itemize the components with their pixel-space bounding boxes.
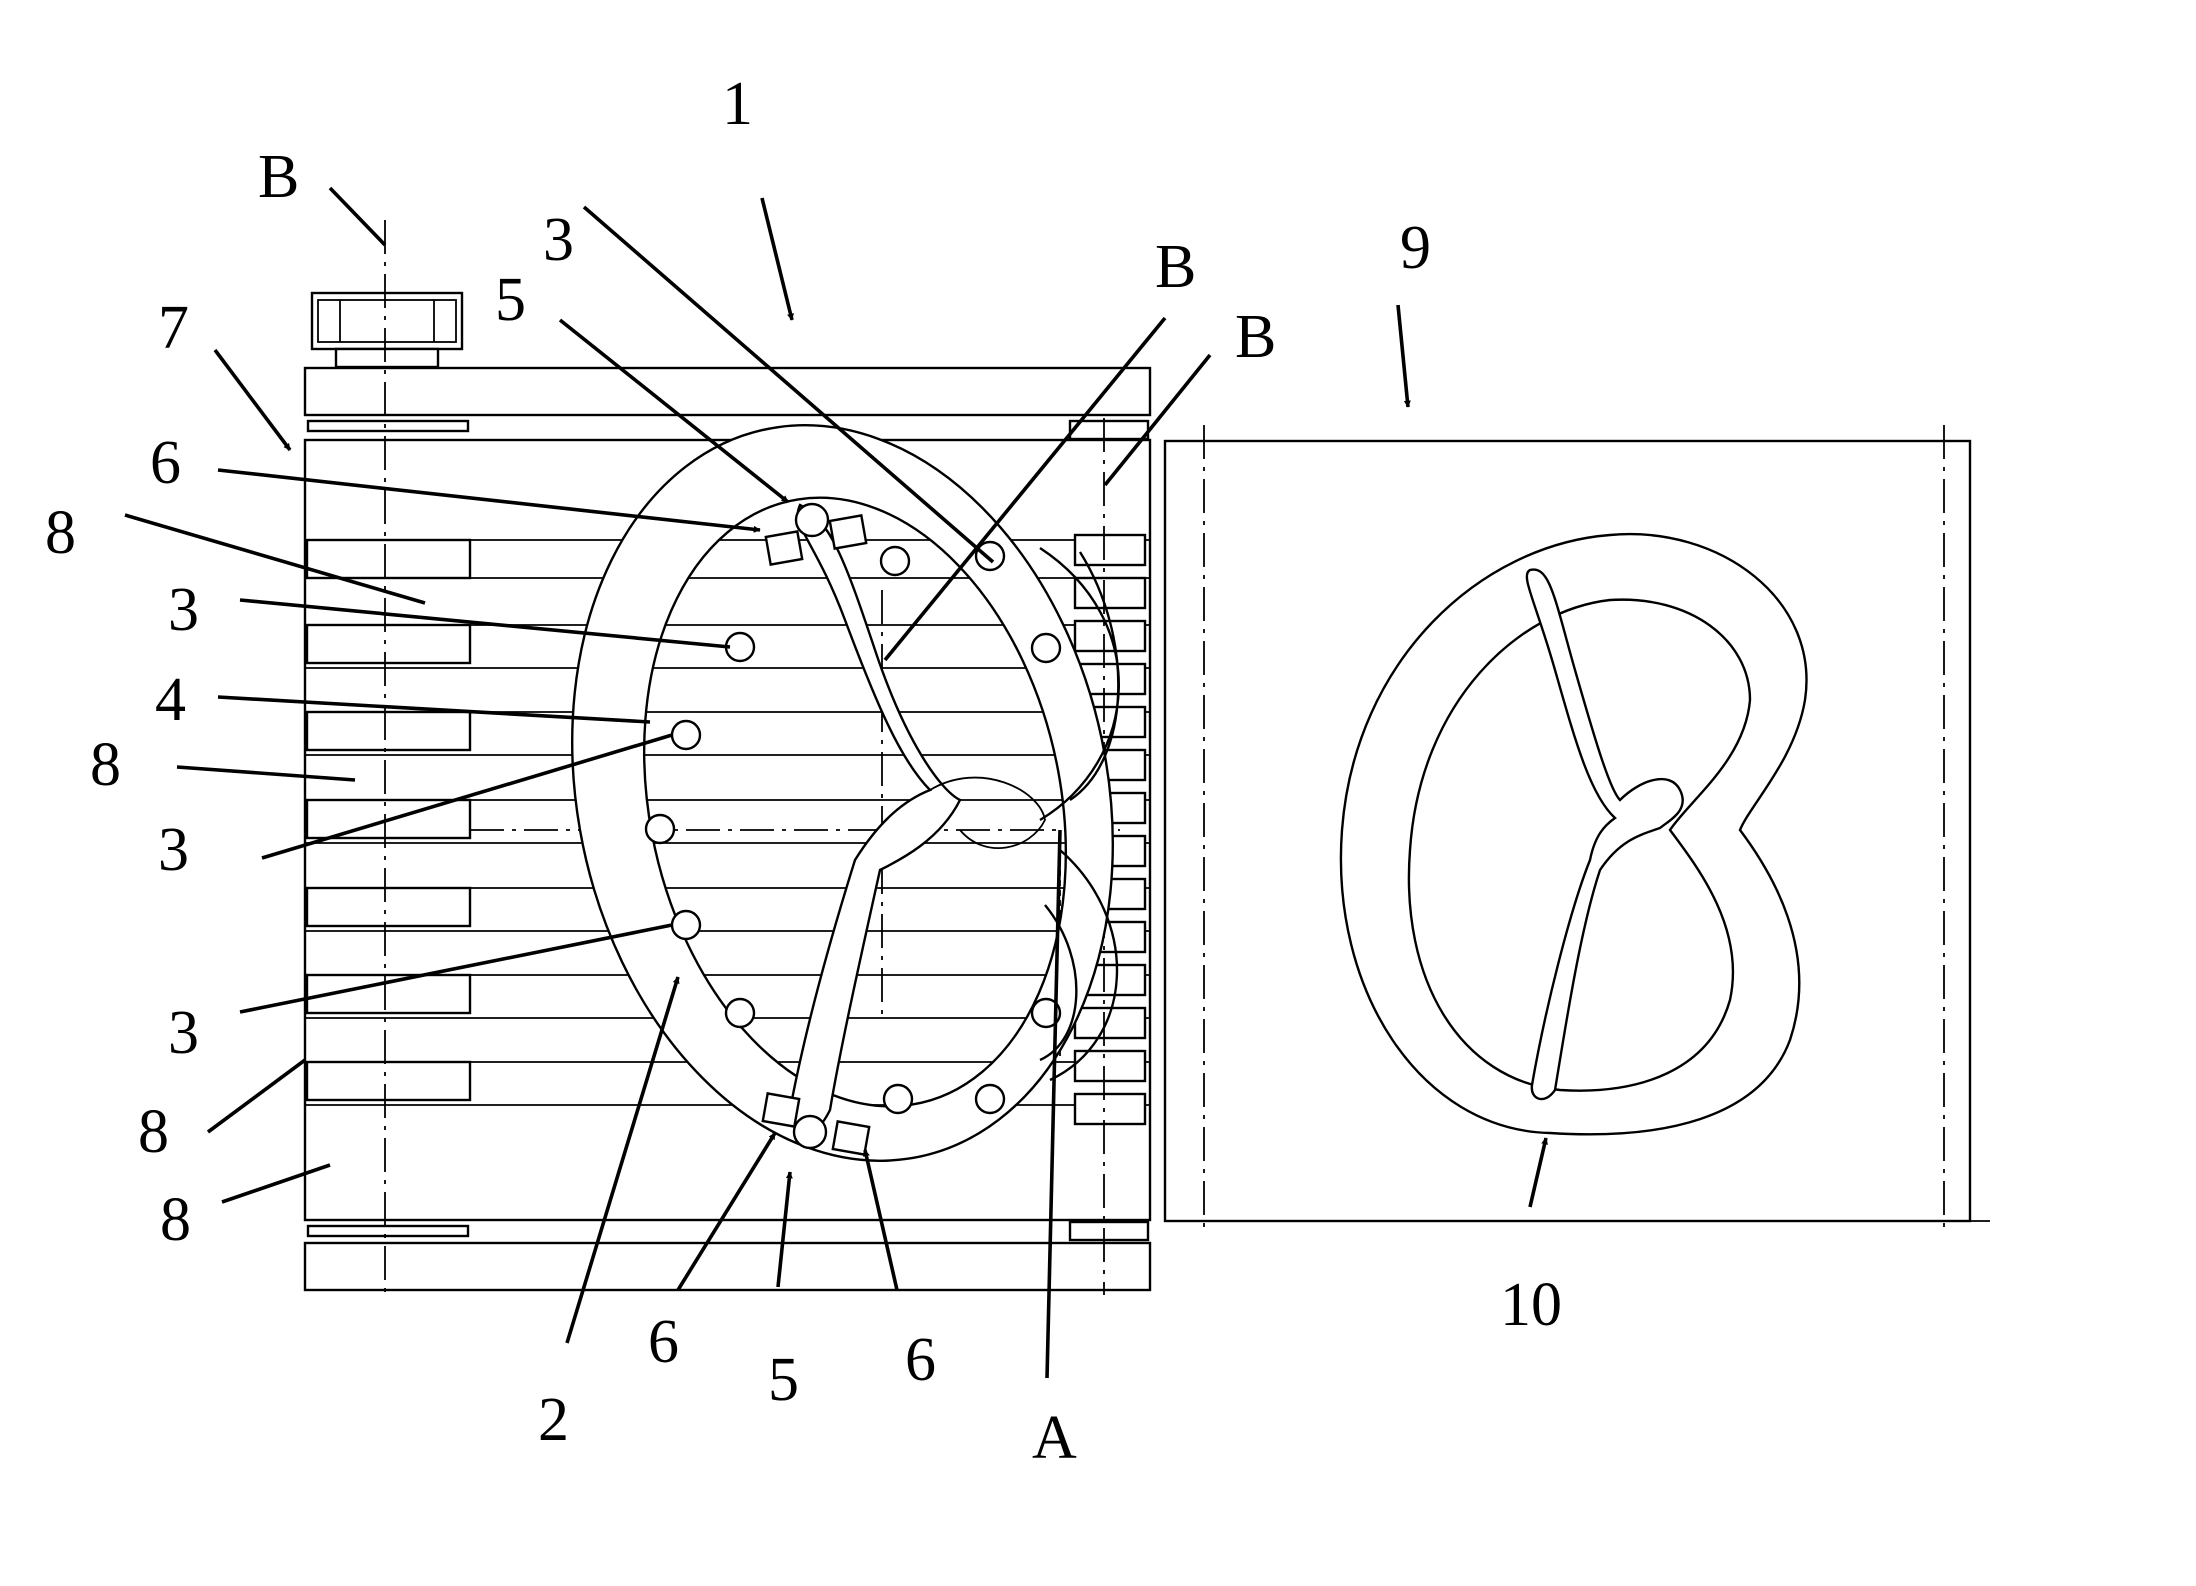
- label-3-4: 3: [168, 999, 199, 1067]
- label-8-3: 8: [138, 1098, 169, 1166]
- label-3-3: 3: [158, 816, 189, 884]
- label-4: 4: [155, 666, 186, 734]
- label-2: 2: [538, 1386, 569, 1454]
- label-6-top: 6: [150, 429, 181, 497]
- figure-eight-ring-endview: [1341, 534, 1807, 1134]
- label-8-1: 8: [45, 499, 76, 567]
- label-7: 7: [158, 294, 189, 362]
- label-6-br: 6: [905, 1326, 936, 1394]
- bottom-header-plate: [305, 1243, 1150, 1290]
- label-b-left: B: [258, 143, 299, 211]
- top-header-plate: [305, 368, 1150, 415]
- label-3-2: 3: [168, 576, 199, 644]
- label-10: 10: [1500, 1271, 1562, 1339]
- label-6-bl: 6: [648, 1308, 679, 1376]
- baffle-block: [307, 1062, 470, 1100]
- inlet-fitting: [312, 293, 462, 367]
- label-5-bottom: 5: [768, 1346, 799, 1414]
- baffle-block: [307, 888, 470, 926]
- fin-block: [1075, 578, 1145, 608]
- fin-block: [1075, 1094, 1145, 1124]
- heat-exchanger-assembly: [305, 220, 1150, 1295]
- blade-endview: [1527, 570, 1683, 1100]
- label-9: 9: [1400, 214, 1431, 282]
- end-view-panel: [1165, 425, 1990, 1235]
- label-1: 1: [722, 70, 753, 138]
- baffle-block: [307, 540, 470, 578]
- baffle-block: [307, 625, 470, 663]
- label-5-top: 5: [495, 266, 526, 334]
- label-8-4: 8: [160, 1186, 191, 1254]
- label-b-right: B: [1235, 303, 1276, 371]
- label-8-2: 8: [90, 731, 121, 799]
- label-a: A: [1032, 1404, 1077, 1472]
- baffle-block: [307, 712, 470, 750]
- label-b-mid: B: [1155, 233, 1196, 301]
- label-3-top: 3: [543, 206, 574, 274]
